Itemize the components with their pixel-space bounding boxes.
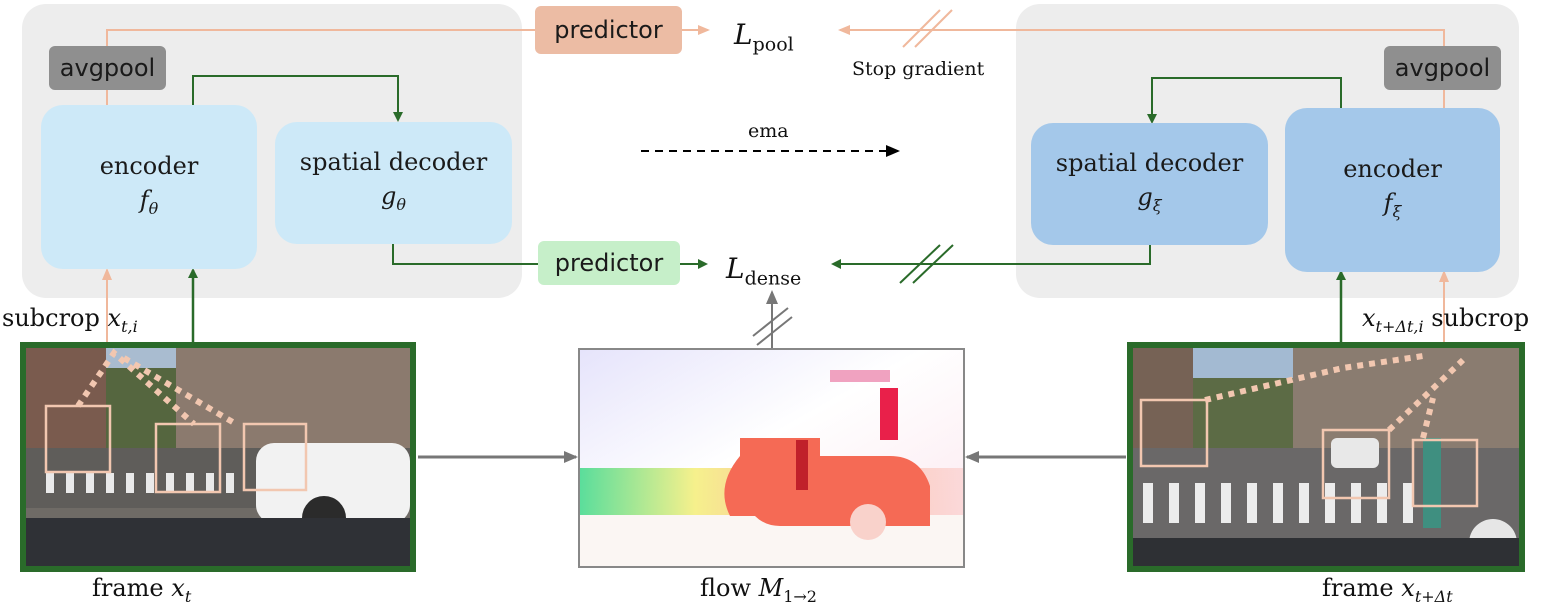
arrow-decoder-to-predictor-dense [392, 244, 538, 265]
street-scene-right [1133, 348, 1519, 566]
encoder-right-label: encoder [1343, 154, 1442, 183]
loss-pool: Lpool [734, 18, 794, 56]
arrow-target-decoder-to-loss-dense [831, 245, 1151, 269]
subcrop-right-label: xt+Δt,i subcrop [1362, 304, 1530, 336]
predictor-dense: predictor [538, 241, 680, 285]
spatial-decoder-right-label: spatial decoder [1055, 148, 1244, 177]
stop-gradient-mark-dense [899, 244, 954, 284]
subcrop-left-label: subcrop xt,i [2, 304, 138, 336]
loss-dense: Ldense [726, 252, 802, 290]
spatial-decoder-right-symbol: gξ [1137, 182, 1162, 215]
arrow-encoder-to-decoder-right [1147, 77, 1342, 124]
frame-right-image [1127, 342, 1525, 572]
encoder-left-symbol: fθ [139, 185, 159, 218]
stop-gradient-label: Stop gradient [852, 58, 985, 80]
flow-caption: flow M1→2 [700, 574, 817, 606]
spatial-decoder-right-block: spatial decoder gξ [1031, 123, 1268, 245]
spatial-decoder-left-block: spatial decoder gθ [275, 122, 512, 244]
encoder-right-symbol: fξ [1383, 188, 1402, 221]
frame-left-caption: frame xt [92, 574, 192, 606]
spatial-decoder-left-label: spatial decoder [299, 147, 488, 176]
avgpool-left-label: avgpool [59, 54, 156, 82]
frame-left-image [20, 342, 416, 572]
flow-visualization [580, 350, 963, 566]
encoder-left-block: encoder fθ [41, 105, 257, 269]
avgpool-left: avgpool [49, 46, 166, 90]
avgpool-right-label: avgpool [1394, 54, 1491, 82]
arrow-encoder-to-decoder-left [192, 75, 403, 122]
encoder-left-label: encoder [99, 151, 199, 180]
stop-gradient-mark-pool [902, 9, 953, 48]
avgpool-right: avgpool [1384, 46, 1501, 90]
flow-image [578, 348, 965, 568]
predictor-pool-label: predictor [554, 16, 663, 44]
predictor-dense-label: predictor [554, 249, 664, 277]
encoder-right-block: encoder fξ [1285, 108, 1500, 272]
street-scene-left [26, 348, 410, 566]
predictor-pool: predictor [535, 6, 682, 54]
frame-right-caption: frame xt+Δt [1322, 574, 1453, 606]
arrow-encoder-to-predictor-pool [106, 29, 535, 105]
spatial-decoder-left-symbol: gθ [380, 181, 406, 214]
stop-gradient-mark-flow [752, 307, 793, 346]
ema-label: ema [748, 120, 789, 142]
